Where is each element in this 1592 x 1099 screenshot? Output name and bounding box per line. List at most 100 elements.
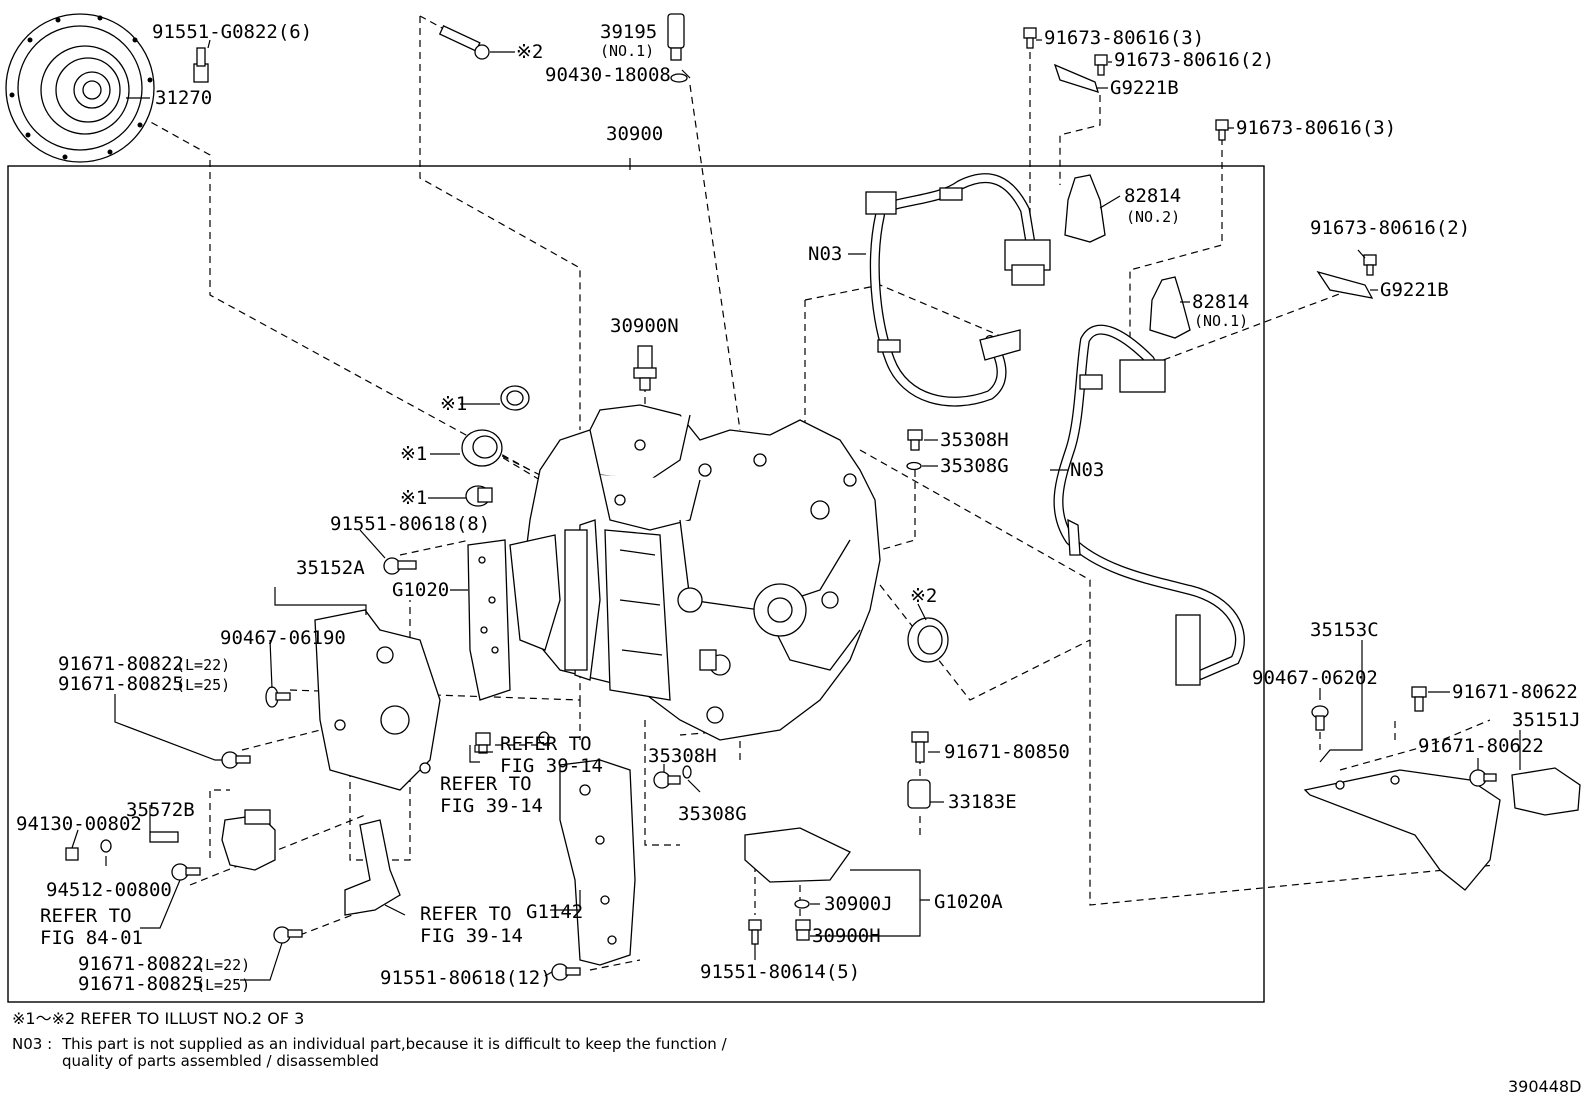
bolt-91551-80618-12 bbox=[551, 963, 581, 981]
wire-harness-N03-lower bbox=[1053, 324, 1245, 686]
bolt-91673-a bbox=[1023, 27, 1037, 49]
label-91551-80614: 91551-80614(5) bbox=[700, 961, 860, 983]
label-82814-a-sub: (NO.2) bbox=[1126, 208, 1180, 226]
bolt-mark2-top bbox=[438, 25, 490, 60]
sensor-39195 bbox=[667, 13, 685, 61]
label-94130-00802: 94130-00802 bbox=[16, 813, 142, 835]
label-mark1-c: ※1 bbox=[400, 487, 427, 509]
label-91673-d: 91673-80616(2) bbox=[1310, 217, 1470, 239]
bolt-refer-84-01 bbox=[171, 863, 201, 881]
label-refer-39-14-b1: REFER TO bbox=[440, 773, 532, 795]
label-91671-80822-a: 91671-80822 bbox=[58, 653, 184, 675]
plug-mark1-c bbox=[465, 485, 493, 507]
bolt-91551-80614 bbox=[748, 919, 762, 945]
label-refer-39-14-b2: FIG 39-14 bbox=[440, 795, 543, 817]
bolt-91671-80850 bbox=[911, 731, 929, 763]
label-35152A: 35152A bbox=[296, 557, 365, 579]
label-39195-sub: (NO.1) bbox=[600, 42, 654, 60]
footnotes: ※1～※2 REFER TO ILLUST NO.2 OF 3 N03 : Th… bbox=[12, 1009, 728, 1070]
bracket-82814-no1 bbox=[1149, 276, 1191, 339]
label-refer-39-14-c1: REFER TO bbox=[420, 903, 512, 925]
label-N03-b: N03 bbox=[1070, 459, 1104, 481]
bolt-91671-80622-b bbox=[1469, 769, 1497, 787]
label-30900: 30900 bbox=[606, 123, 663, 145]
label-35572B: 35572B bbox=[126, 799, 195, 821]
label-91671-80825-a-len: (L=25) bbox=[176, 676, 230, 694]
switch-35572B bbox=[149, 809, 276, 871]
gasket-30900J bbox=[794, 899, 810, 909]
torque-converter-31270 bbox=[5, 13, 155, 163]
label-31270: 31270 bbox=[155, 87, 212, 109]
label-91671-80622-a: 91671-80622 bbox=[1452, 681, 1578, 703]
label-30900J: 30900J bbox=[824, 893, 893, 915]
wire-harness-N03-upper bbox=[865, 173, 1051, 407]
label-G1020A: G1020A bbox=[934, 891, 1003, 913]
label-35308G-lower: 35308G bbox=[678, 803, 747, 825]
label-33183E: 33183E bbox=[948, 791, 1017, 813]
note-n03-key: N03 : bbox=[12, 1035, 52, 1053]
label-82814-a: 82814 bbox=[1124, 185, 1181, 207]
plug-35308H-bottom bbox=[653, 771, 681, 789]
label-refer-84-01-1: REFER TO bbox=[40, 905, 132, 927]
strainer-G1020A bbox=[744, 827, 851, 883]
bracket-82814-no2 bbox=[1064, 174, 1106, 243]
note-n03-line1: This part is not supplied as an individu… bbox=[61, 1035, 728, 1053]
label-G1142: G1142 bbox=[526, 901, 583, 923]
oil-seal-mark1-a bbox=[500, 385, 530, 411]
label-91673-b: 91673-80616(2) bbox=[1114, 49, 1274, 71]
label-91673-a: 91673-80616(3) bbox=[1044, 27, 1204, 49]
label-30900N: 30900N bbox=[610, 315, 679, 337]
cover-35153C bbox=[1303, 769, 1501, 891]
plug-35308H-upper bbox=[907, 429, 923, 451]
label-refer-84-01-2: FIG 84-01 bbox=[40, 927, 143, 949]
label-91671-80825-b-len: (L=25) bbox=[196, 976, 250, 994]
label-mark2-top: ※2 bbox=[516, 41, 543, 63]
bolt-90467-06190 bbox=[265, 686, 291, 708]
bolt-91673-b bbox=[1094, 54, 1108, 76]
label-91671-80850: 91671-80850 bbox=[944, 741, 1070, 763]
label-94512-00800: 94512-00800 bbox=[46, 879, 172, 901]
label-90467-06190: 90467-06190 bbox=[220, 627, 346, 649]
label-91551-G0822: 91551-G0822(6) bbox=[152, 21, 312, 43]
oil-pan-G1142 bbox=[559, 759, 636, 966]
bracket-lower-left bbox=[344, 819, 401, 916]
bolt-35308H-lower bbox=[475, 732, 491, 754]
label-35153C: 35153C bbox=[1310, 619, 1379, 641]
bolt-91673-c bbox=[1215, 119, 1229, 141]
gasket-mid bbox=[538, 731, 550, 745]
assembly-frame bbox=[7, 165, 1265, 1003]
oil-seal-mark2-right bbox=[907, 617, 949, 663]
bolt-91673-d bbox=[1363, 254, 1377, 276]
gasket-90430-18008 bbox=[670, 73, 688, 83]
label-91551-80618-8: 91551-80618(8) bbox=[330, 513, 490, 535]
bolt-91671-80822-a bbox=[221, 751, 251, 769]
bolt-91551-G0822 bbox=[193, 47, 209, 83]
part-labels: 91551-G0822(6) 31270 39195 (NO.1) 90430-… bbox=[16, 21, 1581, 995]
label-N03-a: N03 bbox=[808, 243, 842, 265]
label-39195: 39195 bbox=[600, 21, 657, 43]
leader-lines bbox=[71, 39, 1521, 981]
bracket-G9221B-a bbox=[1053, 63, 1099, 93]
label-91671-80822-b-len: (L=22) bbox=[196, 956, 250, 974]
label-G9221B-a: G9221B bbox=[1110, 77, 1179, 99]
note-mark-reference: ※1～※2 REFER TO ILLUST NO.2 OF 3 bbox=[12, 1009, 304, 1028]
label-90467-06202: 90467-06202 bbox=[1252, 667, 1378, 689]
bolt-90467-06202 bbox=[1311, 705, 1329, 731]
label-82814-b: 82814 bbox=[1192, 291, 1249, 313]
diagram-id: 390448D bbox=[1508, 1077, 1581, 1096]
label-G9221B-b: G9221B bbox=[1380, 279, 1449, 301]
gasket-35308G-bottom bbox=[682, 765, 692, 779]
label-35308H-upper: 35308H bbox=[940, 429, 1009, 451]
nut-94130-00802 bbox=[65, 847, 79, 861]
label-91671-80822-a-len: (L=22) bbox=[176, 656, 230, 674]
label-91671-80825-b: 91671-80825 bbox=[78, 973, 204, 995]
bushing-33183E bbox=[907, 779, 931, 809]
label-82814-b-sub: (NO.1) bbox=[1194, 312, 1248, 330]
label-91551-80618-12: 91551-80618(12) bbox=[380, 967, 552, 989]
washer-94512-00800 bbox=[100, 839, 112, 853]
label-91671-80825-a: 91671-80825 bbox=[58, 673, 184, 695]
label-90430-18008: 90430-18008 bbox=[545, 64, 671, 86]
bolt-91671-80622-a bbox=[1411, 686, 1427, 712]
cover-35152A bbox=[314, 609, 441, 791]
bracket-G9221B-b bbox=[1316, 270, 1374, 299]
